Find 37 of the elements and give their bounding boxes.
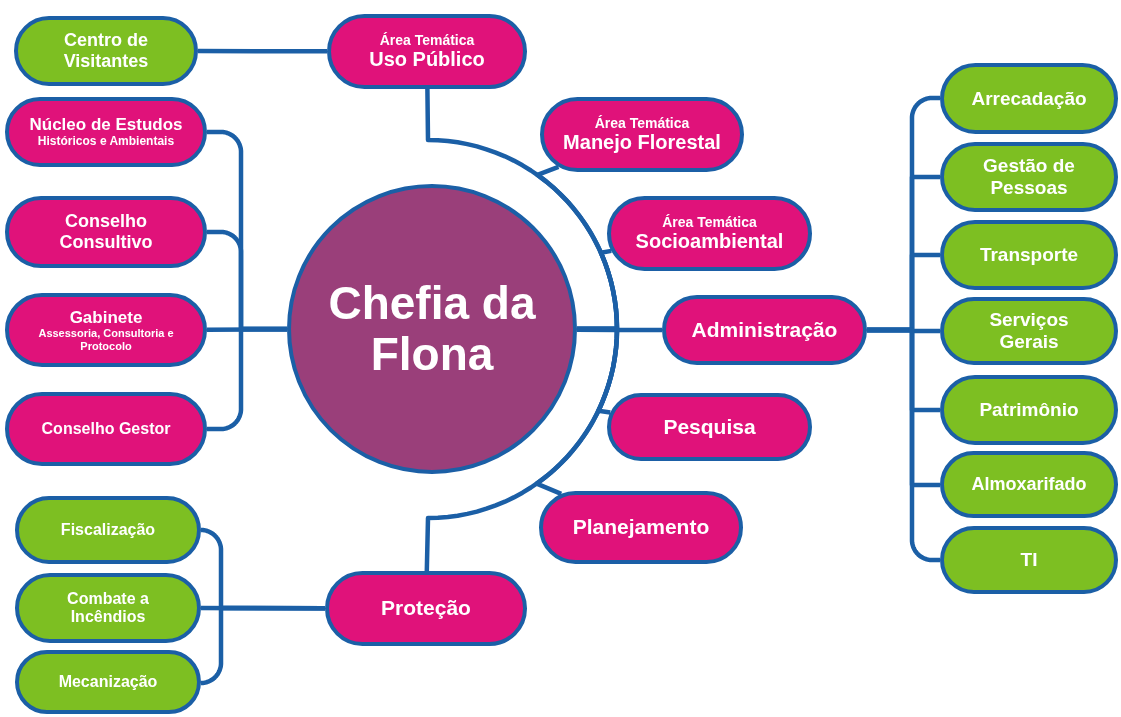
node-label: Área Temática bbox=[662, 213, 757, 231]
node-label: Gestão de Pessoas bbox=[982, 155, 1076, 199]
node-label: Combate a Incêndios bbox=[66, 589, 150, 627]
node-label: Área Temática bbox=[594, 114, 690, 132]
node-label: Conselho Consultivo bbox=[58, 211, 154, 253]
node-label: Assessoria, Consultoria e Protocolo bbox=[37, 327, 175, 353]
connector-line bbox=[207, 327, 287, 332]
node-label: Arrecadação bbox=[971, 87, 1087, 110]
node-label: Planejamento bbox=[572, 515, 710, 540]
unit-pill bbox=[607, 196, 812, 271]
node-label: Históricos e Ambientais bbox=[37, 134, 175, 149]
node-label: Gabinete bbox=[69, 307, 143, 328]
node-label: Área Temática bbox=[379, 31, 475, 49]
node-label: Transporte bbox=[979, 244, 1079, 266]
node-label: TI bbox=[1020, 549, 1038, 571]
connector-line bbox=[198, 48, 327, 54]
connector-line bbox=[577, 327, 662, 333]
node-label: Uso Público bbox=[369, 48, 485, 72]
connector-line bbox=[207, 326, 287, 432]
node-label: Patrimônio bbox=[979, 399, 1079, 421]
unit-pill bbox=[607, 393, 812, 461]
node-label: Chefia da Flona bbox=[327, 278, 537, 380]
node-label: Proteção bbox=[381, 596, 471, 621]
connector-line bbox=[867, 327, 940, 563]
node-label: Manejo Florestal bbox=[563, 131, 721, 155]
node-label: Pesquisa bbox=[663, 414, 756, 440]
node-label: Centro de Visitantes bbox=[62, 30, 150, 72]
node-label: Fiscalização bbox=[60, 520, 156, 540]
connector-line bbox=[424, 326, 620, 572]
node-label: Mecanização bbox=[58, 672, 158, 692]
node-label: Conselho Gestor bbox=[41, 419, 171, 439]
node-label: Núcleo de Estudos bbox=[29, 115, 183, 135]
subunit-pill bbox=[15, 650, 201, 714]
node-label: Serviços Gerais bbox=[988, 309, 1070, 353]
node-label: Administração bbox=[691, 317, 838, 343]
node-label: Almoxarifado bbox=[971, 474, 1087, 495]
node-label: Socioambiental bbox=[635, 230, 784, 254]
